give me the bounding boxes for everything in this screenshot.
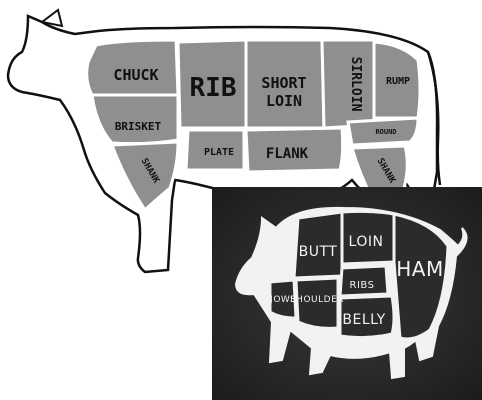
pig-label-belly: BELLY [342, 312, 385, 328]
label-plate: PLATE [204, 147, 234, 158]
label-rib: RIB [190, 73, 237, 103]
label-chuck: CHUCK [113, 66, 158, 84]
pig-label-shoulder: SHOULDER [290, 295, 344, 305]
pig-label-ham: HAM [396, 257, 443, 281]
cow-ear [42, 10, 62, 26]
label-short-loin-line: SHORT [261, 74, 306, 92]
pig-label-ribs: RIBS [350, 280, 375, 291]
label-short-loin-line: LOIN [266, 92, 302, 110]
label-rump: RUMP [386, 76, 410, 87]
label-brisket: BRISKET [115, 120, 162, 133]
pig-label-butt: BUTT [299, 244, 338, 260]
pig-label-loin: LOIN [349, 234, 384, 250]
pig-chalkboard-photo: BUTT LOIN HAM RIBS JOWL SHOULDER BELLY [212, 187, 482, 400]
label-sirloin: SIRLOIN [348, 57, 363, 112]
label-round: ROUND [375, 128, 396, 136]
cut-sirloin [322, 40, 374, 128]
label-flank: FLANK [266, 146, 309, 162]
